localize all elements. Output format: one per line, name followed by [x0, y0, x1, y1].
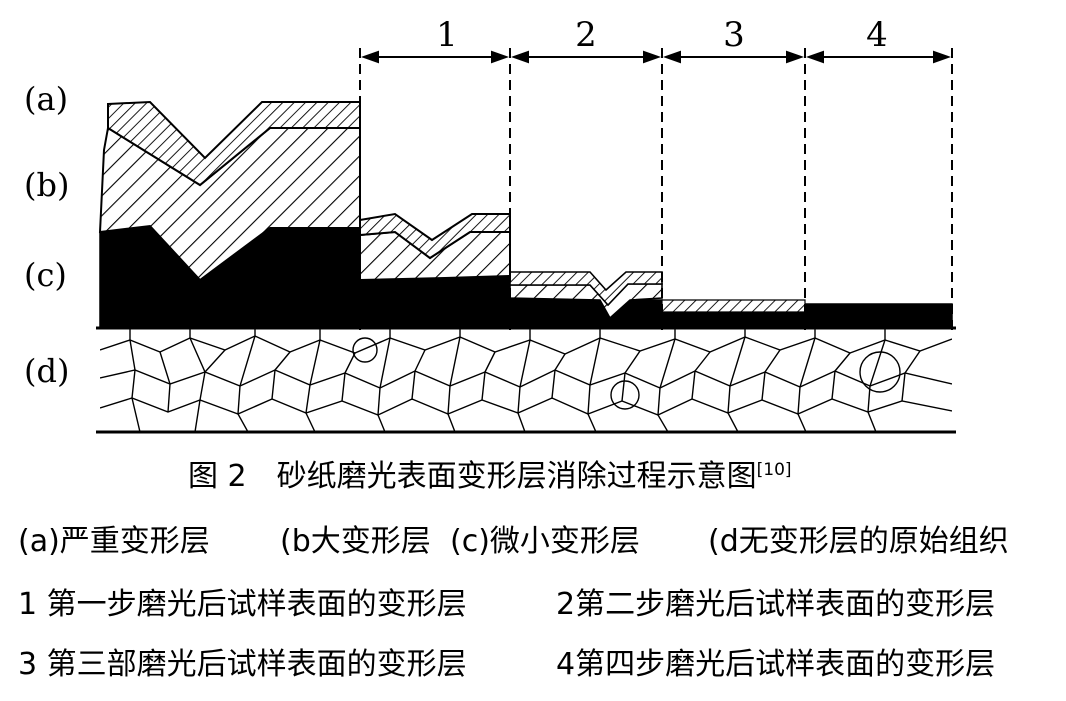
legend-item-b: (b大变形层	[280, 524, 431, 559]
legend-item-d: (d无变形层的原始组织	[708, 524, 1009, 559]
undeformed-grain-layer	[96, 326, 956, 434]
legend-item-step-1: 1 第一步磨光后试样表面的变形层	[18, 587, 467, 622]
legend-item-step-4: 4第四步磨光后试样表面的变形层	[556, 647, 996, 682]
layer-label-d: (d)	[24, 352, 69, 390]
layer-label-c: (c)	[24, 256, 67, 294]
figure-caption: 图 2 砂纸磨光表面变形层消除过程示意图[10]	[188, 462, 792, 492]
step-dimension-arrows	[361, 50, 951, 64]
layer-label-a: (a)	[24, 80, 68, 118]
grinding-layers-diagram: 1 2 3 4 (a) (b) (c) (d)	[24, 15, 956, 434]
step-number-2: 2	[575, 15, 597, 55]
legend-item-step-2: 2第二步磨光后试样表面的变形层	[556, 587, 996, 622]
legend-item-c: (c)微小变形层	[450, 524, 640, 559]
legend-item-a: (a)严重变形层	[18, 524, 210, 559]
step-number-3: 3	[723, 15, 745, 55]
step-number-4: 4	[866, 15, 888, 55]
figure-caption-title: 图 2 砂纸磨光表面变形层消除过程示意图	[188, 459, 757, 494]
step-number-1: 1	[436, 15, 458, 55]
layer-label-b: (b)	[24, 166, 69, 204]
legend-item-step-3: 3 第三部磨光后试样表面的变形层	[18, 647, 467, 682]
figure-caption-reference: [10]	[756, 460, 792, 480]
